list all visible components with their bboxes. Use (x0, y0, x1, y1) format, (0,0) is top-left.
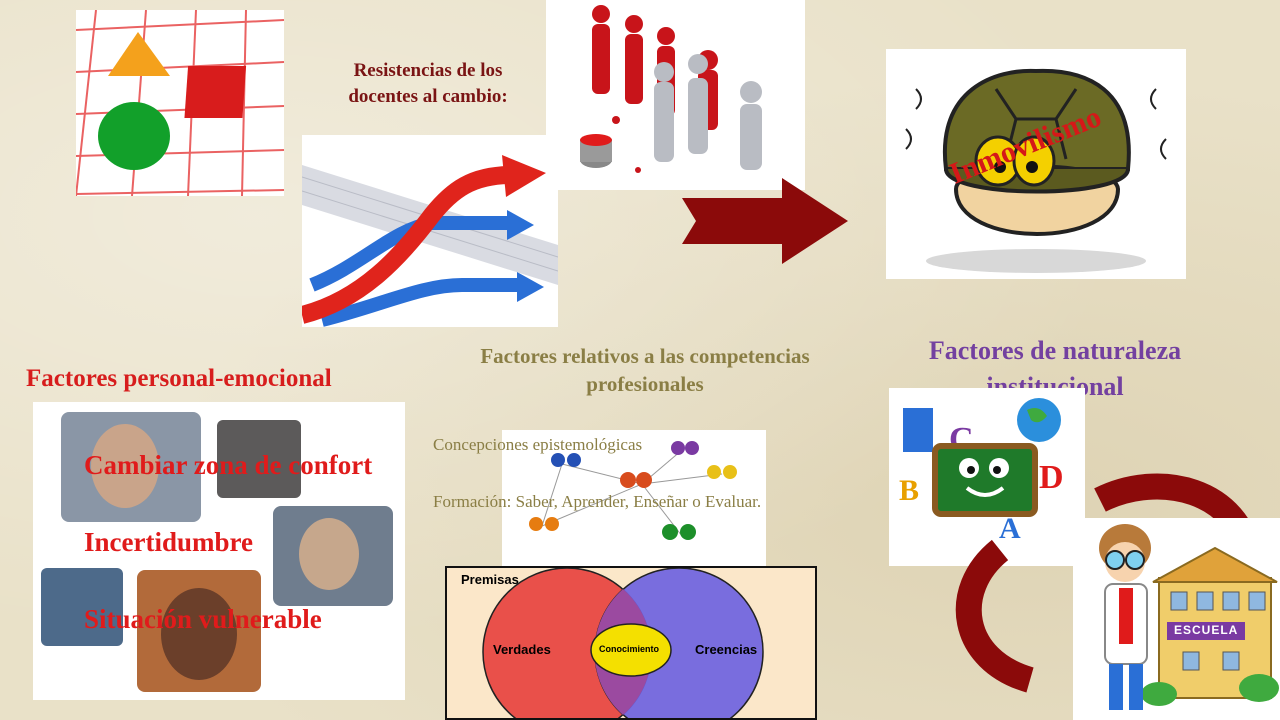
venn-right-label: Creencias (695, 642, 758, 657)
venn-center-label: Conocimiento (599, 644, 659, 654)
venn-heading: Premisas (461, 572, 519, 587)
personal-title: Factores personal-emocional (26, 365, 332, 392)
right-arrow (682, 178, 848, 264)
people-collage-image (33, 402, 405, 700)
venn-left-label: Verdades (493, 642, 551, 657)
teacher-school-image: ESCUELA (1073, 518, 1280, 720)
turtle-image (886, 49, 1186, 279)
personal-item-incertidumbre: Incertidumbre (84, 527, 253, 557)
competencias-title: Factores relativos a las competencias pr… (480, 344, 810, 397)
personal-item-vulnerable: Situación vulnerable (84, 604, 322, 634)
shapes-grid-image (76, 10, 284, 196)
school-sign: ESCUELA (1174, 623, 1239, 637)
network-people-image (502, 430, 766, 566)
competencias-item-formacion: Formación: Saber, Aprender, Enseñar o Ev… (433, 492, 762, 511)
svg-text:B: B (899, 474, 919, 507)
resistencias-title: Resistencias de los docentes al cambio: (348, 60, 508, 107)
red-people-image (546, 0, 805, 190)
personal-item-confort: Cambiar zona de confort (84, 450, 373, 480)
arrows-wall-image (302, 135, 558, 327)
competencias-item-concepciones: Concepciones epistemológicas (433, 435, 643, 454)
school-supplies-image: C D A B (889, 388, 1085, 566)
svg-text:D: D (1039, 459, 1064, 496)
svg-text:A: A (999, 512, 1021, 545)
premisas-venn-diagram: Premisas Verdades Creencias Conocimiento (445, 566, 817, 720)
